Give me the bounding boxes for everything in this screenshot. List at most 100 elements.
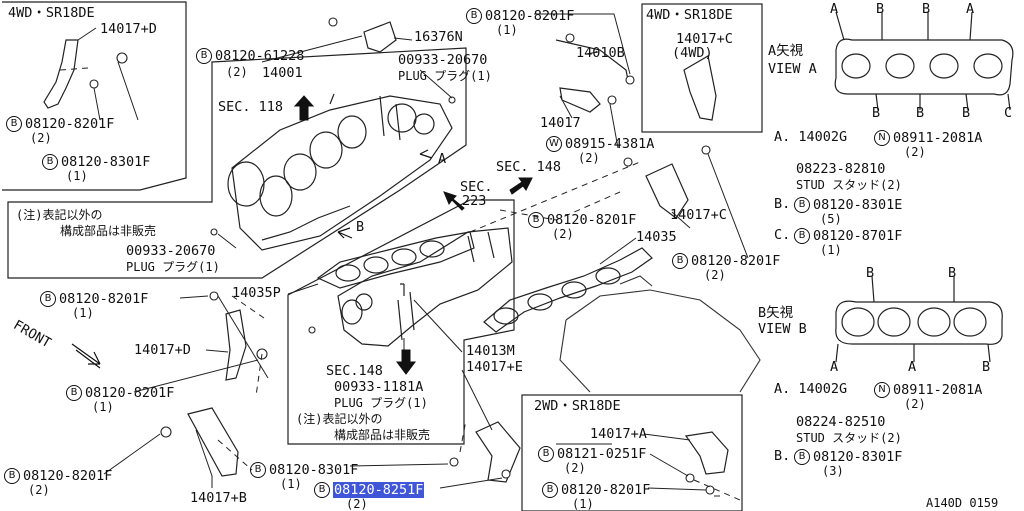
bolt-b14-qty: (1) bbox=[572, 497, 594, 511]
view-b-bottom-letter-1: A bbox=[830, 359, 839, 375]
bolt-b9-qty: (1) bbox=[92, 400, 114, 414]
bolt-code: 08120-8301F bbox=[61, 154, 151, 170]
plug2-name: PLUG プラグ(1) bbox=[126, 260, 220, 274]
part-14017b[interactable]: 14017+B bbox=[190, 490, 247, 506]
bolt-b10-qty: (2) bbox=[28, 483, 50, 497]
part-14035[interactable]: 14035 bbox=[636, 229, 677, 245]
view-b-top-letter-1: B bbox=[866, 265, 875, 281]
view-a-title-jp: A矢視 bbox=[768, 43, 804, 59]
part-14017a[interactable]: 14017+A bbox=[590, 426, 647, 442]
view-a-line1-qty: (2) bbox=[904, 145, 926, 159]
part-14017c[interactable]: 14017+C bbox=[670, 207, 727, 223]
box-topleft-frame bbox=[2, 1, 187, 191]
plug2-code[interactable]: 00933-20670 bbox=[126, 243, 216, 259]
diagram-code: A140D 0159 bbox=[926, 496, 999, 510]
sec223-arrow bbox=[443, 191, 465, 211]
view-b-arrow bbox=[337, 227, 353, 239]
bolt-code: 08120-8301F bbox=[269, 462, 359, 478]
view-a-bottom-letter-4: C bbox=[1004, 105, 1013, 121]
view-b-title-en: VIEW B bbox=[758, 321, 807, 337]
note2-line2: 構成部品は非販売 bbox=[334, 428, 431, 442]
bolt-type-icon: B bbox=[6, 116, 22, 132]
part-16376n[interactable]: 16376N bbox=[414, 29, 463, 45]
part-14010b[interactable]: 14010B bbox=[576, 45, 625, 61]
view-b-bottom-letter-2: A bbox=[908, 359, 917, 375]
part-14001[interactable]: 14001 bbox=[262, 65, 303, 81]
bolt-b6-qty: (2) bbox=[552, 227, 574, 241]
view-a-line4-prefix: B. bbox=[774, 196, 791, 212]
bolt-code: 08120-8201F bbox=[561, 482, 651, 498]
bolt-code: 08120-8201F bbox=[547, 212, 637, 228]
view-a-marker: A bbox=[438, 151, 447, 167]
view-b-marker: B bbox=[356, 219, 365, 235]
view-a-title-en: VIEW A bbox=[768, 61, 817, 77]
view-a-stud-code[interactable]: 08223-82810 bbox=[796, 161, 886, 177]
view-a-line1[interactable]: A. 14002G bbox=[774, 129, 848, 145]
plug1-code[interactable]: 00933-20670 bbox=[398, 52, 488, 68]
bolt-code-highlighted: 08120-8251F bbox=[333, 482, 425, 498]
box-topleft-title: 4WD・SR18DE bbox=[8, 5, 95, 21]
part-14017[interactable]: 14017 bbox=[540, 115, 581, 131]
part-14035p[interactable]: 14035P bbox=[232, 285, 281, 301]
washer-type-icon: W bbox=[546, 136, 562, 152]
note1-line2: 構成部品は非販売 bbox=[60, 224, 157, 238]
bolt-code: 08120-8201F bbox=[485, 8, 575, 24]
bolt-type-icon: B bbox=[250, 462, 266, 478]
sec-148b-label[interactable]: SEC.148 bbox=[326, 363, 383, 379]
plug3-name: PLUG プラグ(1) bbox=[334, 396, 428, 410]
part-14017e[interactable]: 14017+E bbox=[466, 359, 523, 375]
view-b-line4-prefix: B. bbox=[774, 448, 791, 464]
sec-223-label-a[interactable]: SEC. bbox=[460, 179, 493, 195]
sec-118-label[interactable]: SEC. 118 bbox=[218, 99, 284, 115]
view-b-line1-qty: (2) bbox=[904, 397, 926, 411]
view-b-stud-name: STUD スタッド(2) bbox=[796, 431, 902, 445]
bolt-type-icon: B bbox=[538, 446, 554, 462]
box-2wd-frame bbox=[521, 394, 743, 511]
part-14017c-box[interactable]: 14017+C bbox=[676, 31, 733, 47]
sec-148-label[interactable]: SEC. 148 bbox=[496, 159, 562, 175]
bolt-b2-qty: (2) bbox=[30, 131, 52, 145]
view-a-line5-qty: (1) bbox=[820, 243, 842, 257]
bolt-b7-qty: (2) bbox=[704, 268, 726, 282]
bolt-type-icon: B bbox=[196, 48, 212, 64]
bolt-code: 08120-8201F bbox=[691, 253, 781, 269]
part-14017d[interactable]: 14017+D bbox=[134, 342, 191, 358]
view-b-line4-qty: (3) bbox=[822, 464, 844, 478]
view-b-line1[interactable]: A. 14002G bbox=[774, 381, 848, 397]
plug3-code[interactable]: 00933-1181A bbox=[334, 379, 424, 395]
box-topcenter-title: 4WD・SR18DE bbox=[646, 7, 733, 23]
gasket-14035p-drawing bbox=[316, 231, 475, 289]
bolt-type-icon: B bbox=[66, 385, 82, 401]
note2-line1: (注)表記以外の bbox=[296, 412, 383, 426]
nut-type-icon: N bbox=[874, 130, 890, 146]
sec-223-label-b[interactable]: 223 bbox=[462, 193, 487, 209]
view-b-stud-code[interactable]: 08224-82510 bbox=[796, 414, 886, 430]
part-14017d-top[interactable]: 14017+D bbox=[100, 21, 157, 37]
part-14013m[interactable]: 14013M bbox=[466, 343, 515, 359]
intake-region-frame bbox=[7, 47, 467, 279]
view-b-top-letter-2: B bbox=[948, 265, 957, 281]
bolt-code: 08121-0251F bbox=[557, 446, 647, 462]
dashed-lines bbox=[59, 67, 741, 501]
engine-block-drawing bbox=[559, 275, 761, 393]
